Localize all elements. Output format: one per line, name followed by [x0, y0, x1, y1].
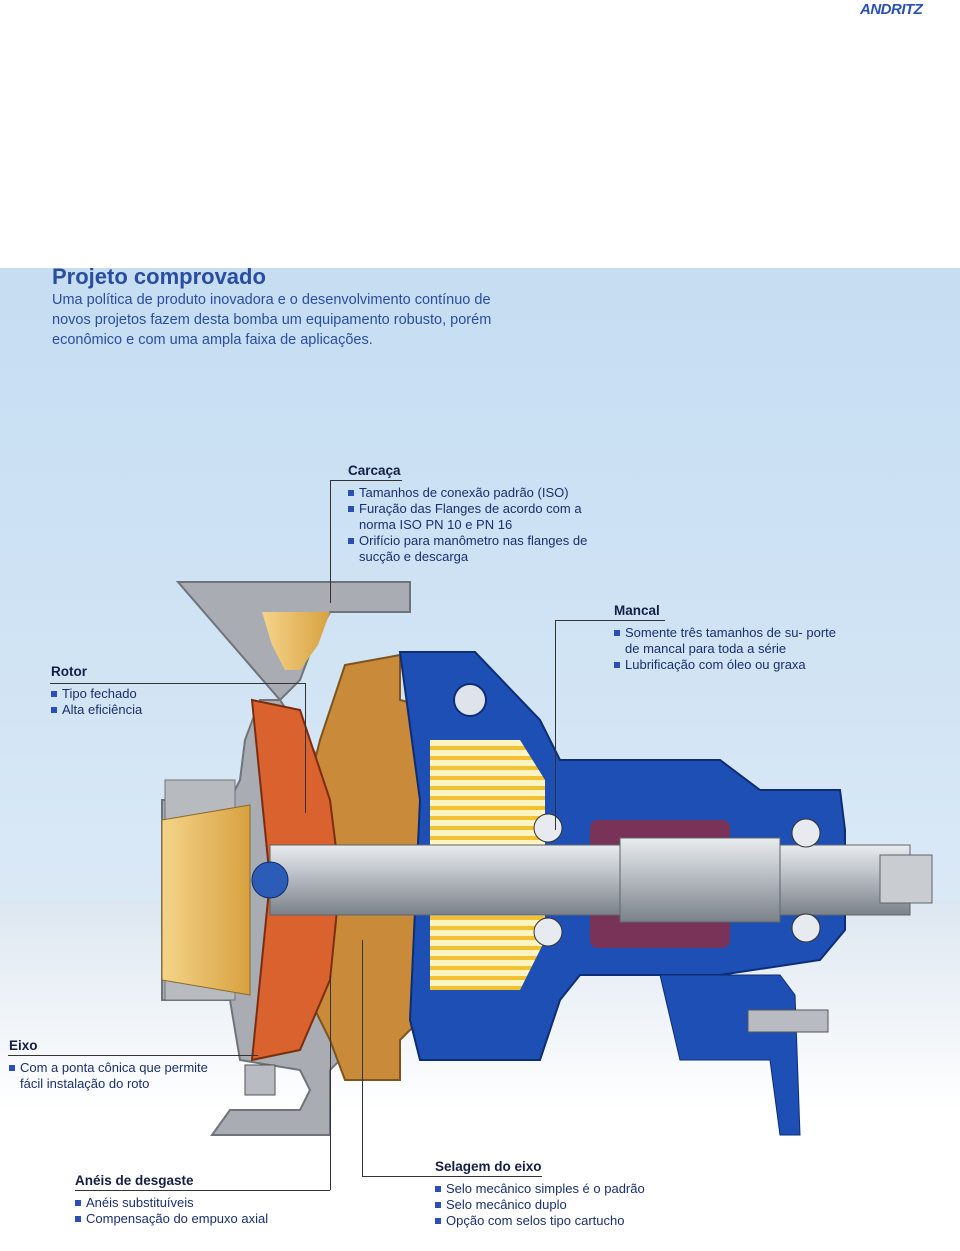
callout-carcaca: Carcaça Tamanhos de conexão padrão (ISO)…	[348, 463, 608, 565]
leader-line-rotor-h	[50, 683, 305, 684]
callout-carcaca-heading: Carcaça	[348, 463, 401, 478]
callout-carcaca-item: Furação das Flanges de acordo com a norm…	[348, 501, 608, 533]
callout-selagem-item: Selo mecânico simples é o padrão	[435, 1181, 675, 1197]
callout-aneis-item: Anéis substituíveis	[75, 1195, 285, 1211]
callout-aneis-heading: Anéis de desgaste	[75, 1173, 194, 1188]
callout-rotor-heading: Rotor	[51, 664, 87, 679]
intro-text: Uma política de produto inovadora e o de…	[52, 292, 492, 348]
callout-eixo-heading: Eixo	[9, 1038, 38, 1053]
callout-mancal-item: Somente três tamanhos de su- porte de ma…	[614, 625, 839, 657]
callout-rotor: Rotor Tipo fechado Alta eficiência	[51, 664, 171, 718]
leader-line-selagem-h	[362, 1176, 542, 1177]
callout-eixo: Eixo Com a ponta cônica que permite fáci…	[9, 1038, 209, 1092]
page-title: Projeto comprovado	[52, 264, 266, 289]
leader-line-aneis-v	[330, 975, 331, 1190]
leader-line-carcaca-v	[330, 480, 331, 603]
callout-rotor-item: Alta eficiência	[51, 702, 171, 718]
leader-line-selagem-v	[362, 940, 363, 1176]
callout-selagem-heading: Selagem do eixo	[435, 1159, 542, 1174]
leader-line-mancal-v	[555, 620, 556, 830]
andritz-logo: ANDRITZ	[860, 1, 924, 16]
callout-selagem-item: Selo mecânico duplo	[435, 1197, 675, 1213]
leader-line-mancal-h	[555, 620, 665, 621]
callout-rotor-item: Tipo fechado	[51, 686, 171, 702]
callout-carcaca-item: Tamanhos de conexão padrão (ISO)	[348, 485, 608, 501]
callout-carcaca-item: Orifício para manômetro nas flanges de s…	[348, 533, 608, 565]
leader-line-eixo	[8, 1055, 258, 1056]
callout-selagem: Selagem do eixo Selo mecânico simples é …	[435, 1159, 675, 1229]
callout-mancal-heading: Mancal	[614, 603, 660, 618]
leader-line-rotor-v	[305, 683, 306, 813]
svg-text:ANDRITZ: ANDRITZ	[860, 1, 924, 16]
leader-line-carcaca-h	[330, 480, 402, 481]
callout-selagem-item: Opção com selos tipo cartucho	[435, 1213, 675, 1229]
callout-mancal-item: Lubrificação com óleo ou graxa	[614, 657, 839, 673]
callout-mancal: Mancal Somente três tamanhos de su- port…	[614, 603, 839, 673]
callout-aneis-item: Compensação do empuxo axial	[75, 1211, 285, 1227]
callout-aneis: Anéis de desgaste Anéis substituíveis Co…	[75, 1173, 285, 1227]
callout-eixo-item: Com a ponta cônica que permite fácil ins…	[9, 1060, 209, 1092]
leader-line-aneis-h	[75, 1190, 330, 1191]
